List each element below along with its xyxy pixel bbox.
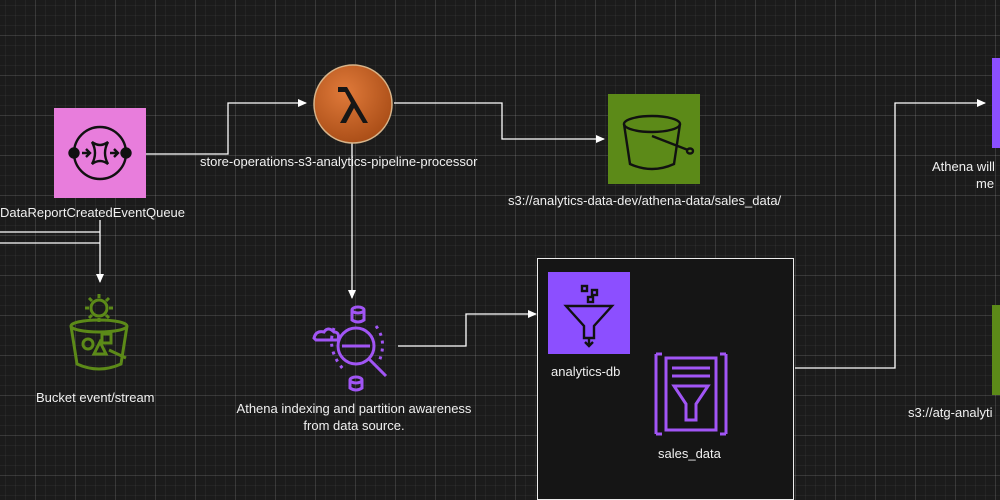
connector-athena-to-group xyxy=(398,310,537,347)
glue-table-label: sales_data xyxy=(658,446,721,461)
right-top-label-line1: Athena will xyxy=(932,159,995,174)
lambda-icon[interactable] xyxy=(312,63,394,145)
lambda-label: store-operations-s3-analytics-pipeline-p… xyxy=(200,154,478,169)
s3-bucket-event-icon[interactable] xyxy=(64,290,134,374)
right-top-node-partial[interactable] xyxy=(992,58,1000,148)
sqs-queue-icon[interactable] xyxy=(54,108,146,198)
athena-search-icon[interactable] xyxy=(306,298,400,392)
right-top-label-line2: me xyxy=(976,176,995,191)
right-bottom-label: s3://atg-analyti xyxy=(908,405,993,420)
glue-database-icon[interactable] xyxy=(548,272,630,354)
glue-db-label: analytics-db xyxy=(551,364,621,379)
s3-bucket-icon[interactable] xyxy=(608,94,700,184)
bucket-output-label: s3://analytics-data-dev/athena-data/sale… xyxy=(508,193,782,208)
connector-queue-to-lambda xyxy=(146,99,307,155)
right-bottom-node-partial[interactable] xyxy=(992,305,1000,395)
athena-label-line2: from data source. xyxy=(303,418,405,433)
athena-label-line1: Athena indexing and partition awareness xyxy=(236,401,472,416)
bucket-event-label: Bucket event/stream xyxy=(36,390,155,405)
glue-table-icon[interactable] xyxy=(652,352,730,436)
connector-group-to-right xyxy=(795,99,986,369)
queue-label: DataReportCreatedEventQueue xyxy=(0,205,186,220)
connector-lambda-to-bucket xyxy=(394,102,605,143)
